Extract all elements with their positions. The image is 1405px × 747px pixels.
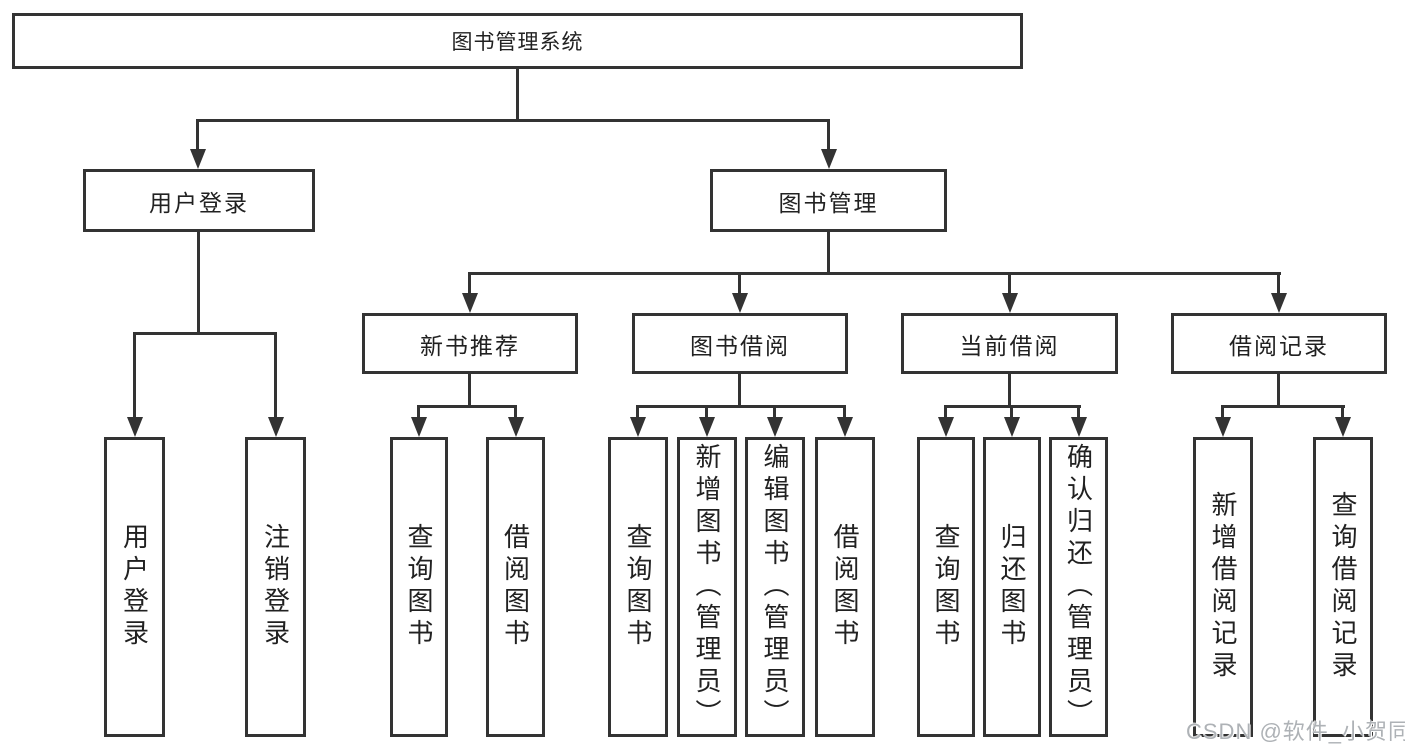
node-label: 用户登录 [149,189,249,216]
node-label: 借阅图书 [500,523,531,651]
arrow-to-query-books-1 [410,405,427,437]
connector-root-branch [196,119,830,122]
node-book-management: 图书管理 [710,169,947,232]
connector-new-book-stem [468,372,471,407]
node-label: 注销登录 [260,523,291,651]
arrow-to-return-book [1003,405,1020,437]
node-label: 归还图书 [997,523,1027,651]
node-label: 查询图书 [623,523,653,651]
connector-borrow-records-branch [1221,405,1345,408]
node-user-login: 用户登录 [83,169,315,232]
arrow-to-leaf-logout [267,332,284,437]
node-label: 新增图书（管理员） [692,443,722,731]
leaf-return-book: 归还图书 [983,437,1041,737]
arrow-to-edit-book [766,405,783,437]
leaf-query-books-2: 查询图书 [608,437,668,737]
leaf-query-books-3: 查询图书 [917,437,975,737]
arrow-to-query-books-2 [629,405,646,437]
watermark: CSDN @软件_小贺同学 [1186,719,1405,744]
node-label: 编辑图书（管理员） [760,443,790,731]
leaf-add-borrow-record: 新增借阅记录 [1193,437,1253,737]
node-new-book-recommend: 新书推荐 [362,313,578,374]
connector-borrow-records-stem [1277,372,1280,407]
node-library-management-system: 图书管理系统 [12,13,1023,69]
node-label: 借阅图书 [830,523,860,651]
leaf-add-book-admin: 新增图书（管理员） [677,437,737,737]
leaf-logout: 注销登录 [245,437,306,737]
connector-user-login-branch [133,332,277,335]
node-label: 新增借阅记录 [1208,491,1238,683]
node-label: 用户登录 [119,523,150,651]
arrow-to-query-books-3 [937,405,954,437]
leaf-query-borrow-record: 查询借阅记录 [1313,437,1373,737]
arrow-to-borrow-books-2 [836,405,853,437]
leaf-user-login: 用户登录 [104,437,165,737]
leaf-borrow-books-1: 借阅图书 [486,437,545,737]
connector-book-management-stem [827,230,830,274]
connector-user-login-stem [197,230,200,334]
connector-book-management-branch [468,272,1281,275]
node-label: 查询借阅记录 [1328,491,1358,683]
arrow-to-confirm-return [1070,405,1087,437]
node-current-borrow: 当前借阅 [901,313,1118,374]
arrow-to-borrow-records [1270,272,1287,313]
arrow-to-book-borrow [731,272,748,313]
arrow-to-leaf-user-login [126,332,143,437]
leaf-borrow-books-2: 借阅图书 [815,437,875,737]
arrow-to-borrow-books-1 [507,405,524,437]
node-label: 查询图书 [404,523,434,651]
arrow-to-user-login [189,119,206,169]
node-book-borrow: 图书借阅 [632,313,848,374]
connector-current-borrow-stem [1008,372,1011,407]
node-label: 新书推荐 [420,332,520,359]
arrow-to-new-book-recommend [461,272,478,313]
arrow-to-current-borrow [1001,272,1018,313]
arrow-to-add-record [1214,405,1231,437]
leaf-edit-book-admin: 编辑图书（管理员） [745,437,805,737]
arrow-to-add-book [698,405,715,437]
node-label: 查询图书 [931,523,961,651]
connector-root-stem [516,68,519,121]
node-label: 图书管理 [778,189,879,216]
node-label: 图书借阅 [690,332,790,359]
node-label: 当前借阅 [959,332,1060,359]
node-label: 借阅记录 [1229,332,1329,359]
arrow-to-query-record [1334,405,1351,437]
connector-book-borrow-stem [738,372,741,407]
connector-new-book-branch [417,405,517,408]
node-label: 图书管理系统 [451,31,584,54]
leaf-query-books-1: 查询图书 [390,437,448,737]
node-label: 确认归还（管理员） [1063,443,1094,731]
leaf-confirm-return-admin: 确认归还（管理员） [1049,437,1108,737]
arrow-to-book-management [820,119,837,169]
node-borrow-records: 借阅记录 [1171,313,1387,374]
connector-book-borrow-branch [636,405,846,408]
